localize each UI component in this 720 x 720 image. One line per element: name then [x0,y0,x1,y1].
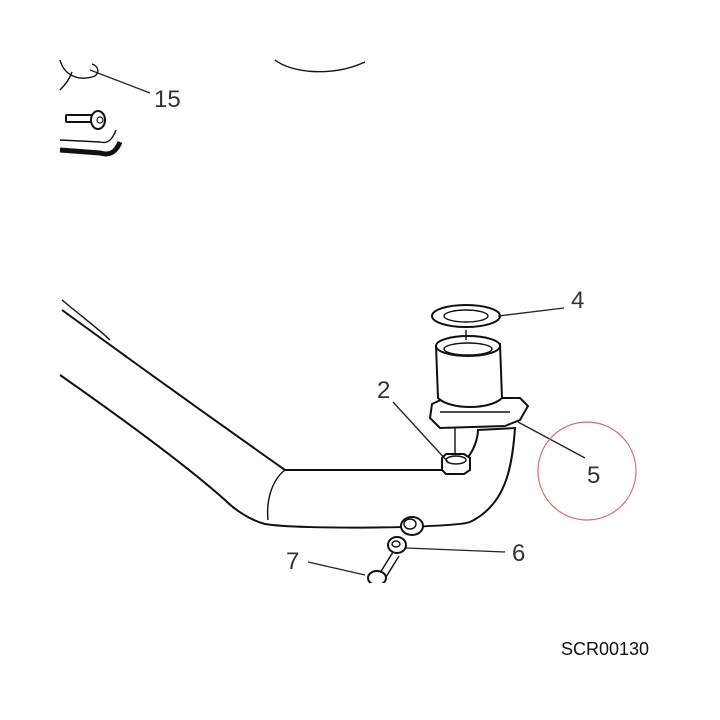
callout-5: 5 [587,462,600,489]
drawing-code: SCR00130 [561,639,649,659]
flange-nut [441,428,471,475]
pipe-sleeve [434,335,504,408]
exhaust-pipe [59,299,517,529]
callout-6: 6 [512,540,525,567]
upper-frame-part [59,59,366,157]
highlight-circle [537,421,637,521]
leader-lines [89,69,586,576]
callout-2: 2 [377,377,390,404]
cap-screw-upper [65,110,106,130]
mounting-bolt [367,551,400,589]
callout-15: 15 [154,86,181,113]
callout-4: 4 [571,287,584,314]
callout-7: 7 [286,548,299,575]
gasket [431,304,501,340]
washer [387,536,407,554]
rubber-mount [400,516,424,536]
